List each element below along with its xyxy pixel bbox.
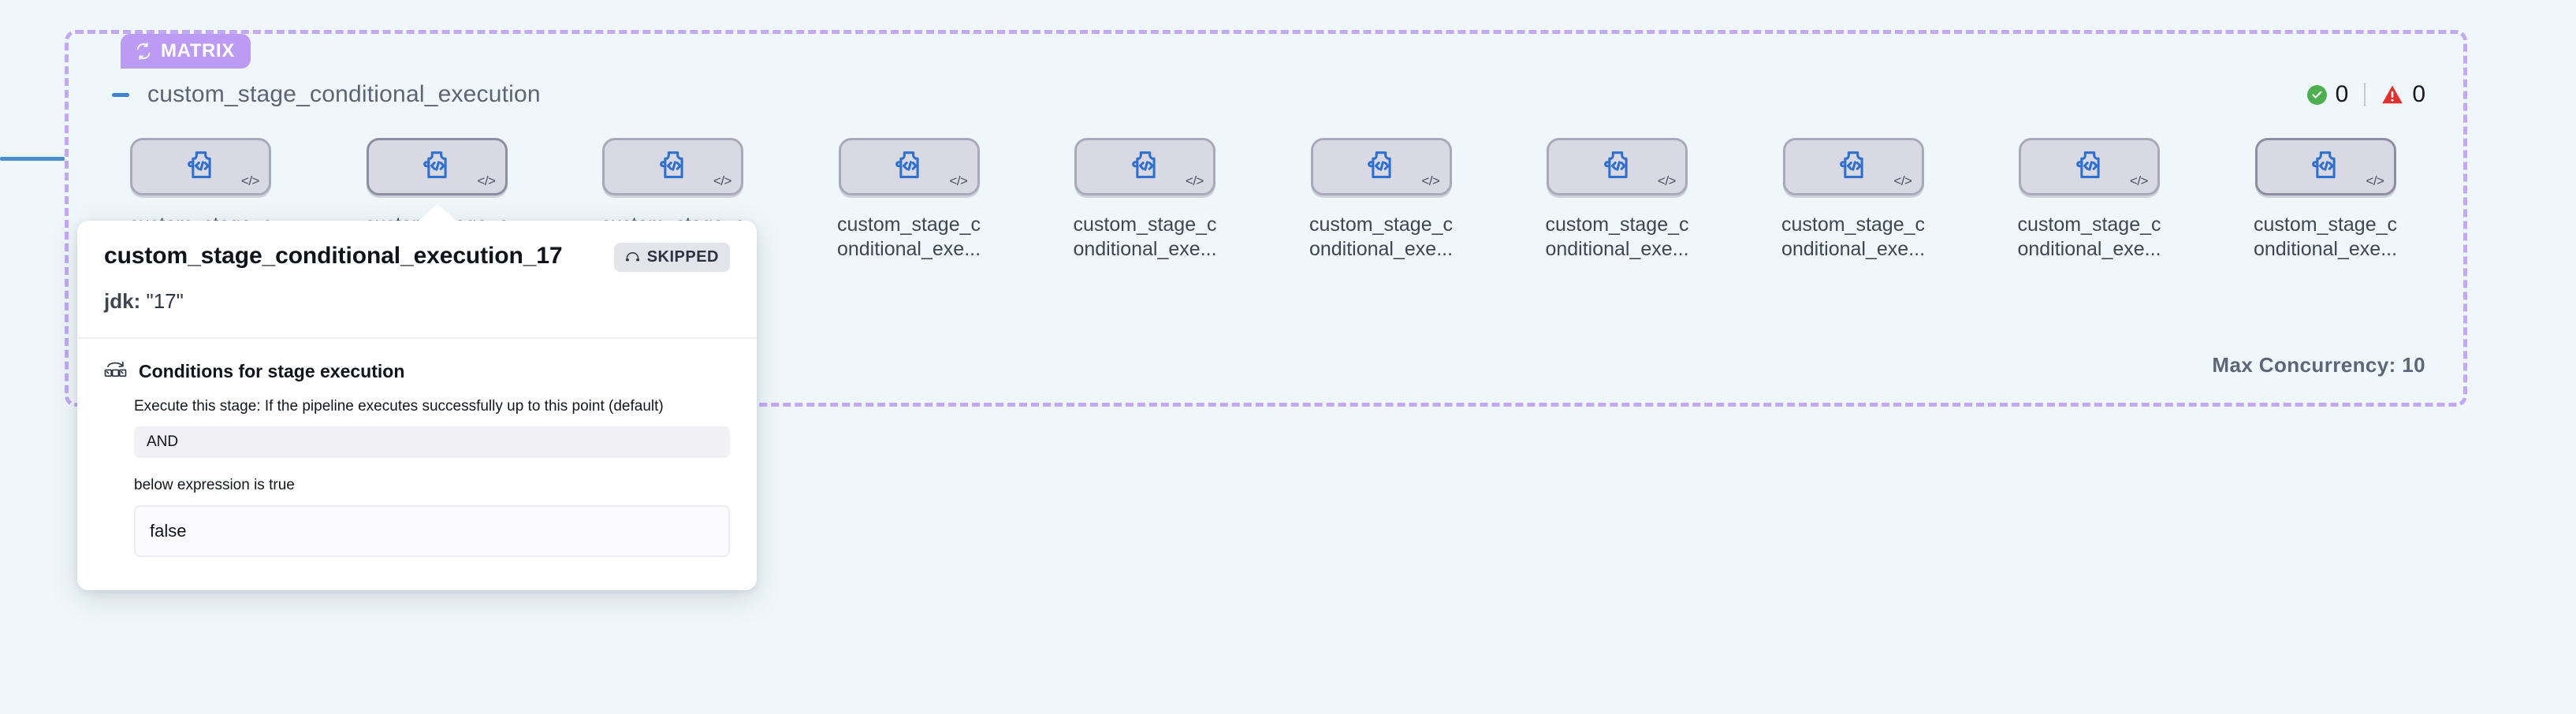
code-badge-icon: </> [240, 173, 260, 188]
check-circle-icon [2306, 84, 2327, 105]
matrix-node-box[interactable]: </> [838, 138, 980, 195]
plugin-code-icon [421, 150, 452, 184]
plugin-code-icon [1837, 150, 1869, 184]
popover-divider [77, 337, 757, 339]
condition-note: below expression is true [134, 477, 295, 493]
incoming-connector-line [0, 157, 65, 161]
matrix-node[interactable]: </> custom_stage_conditional_exe... [1073, 138, 1217, 262]
matrix-node-label: custom_stage_conditional_exe... [1781, 214, 1926, 261]
minus-icon[interactable] [110, 84, 132, 106]
skip-arc-icon [625, 248, 640, 266]
conditions-heading: Conditions for stage execution [139, 361, 405, 381]
code-badge-icon: </> [1421, 173, 1440, 188]
code-badge-icon: </> [477, 173, 496, 188]
warning-count: 0 [2412, 81, 2425, 107]
matrix-node[interactable]: </> custom_stage_conditional_exe... [2253, 138, 2398, 262]
matrix-node[interactable]: </> custom_stage_conditional_exe... [1781, 138, 1926, 262]
conditions-description: Execute this stage: If the pipeline exec… [134, 398, 664, 415]
plugin-code-icon [185, 150, 217, 184]
stage-detail-popover: custom_stage_conditional_execution_17 SK… [77, 204, 757, 590]
popover-body: Conditions for stage execution Execute t… [77, 339, 757, 590]
matrix-node-label: custom_stage_conditional_exe... [1073, 214, 1217, 261]
matrix-node[interactable]: </> custom_stage_conditional_exe... [1545, 138, 1689, 262]
matrix-node-label: custom_stage_conditional_exe... [1308, 214, 1454, 261]
parameter-key: jdk: [104, 289, 141, 313]
parameter-value: "17" [146, 289, 184, 313]
code-badge-icon: </> [2129, 173, 2149, 188]
status-badge: SKIPPED [613, 243, 730, 272]
plugin-code-icon [1602, 150, 1633, 184]
code-badge-icon: </> [1185, 173, 1204, 188]
popover-title: custom_stage_conditional_execution_17 [104, 243, 563, 269]
code-badge-icon: </> [2366, 173, 2384, 188]
matrix-node-box[interactable]: </> [2019, 138, 2160, 195]
plugin-code-icon [2074, 150, 2105, 184]
matrix-badge: MATRIX [121, 34, 251, 69]
matrix-node-label: custom_stage_conditional_exe... [836, 214, 981, 261]
plugin-code-icon [1130, 150, 1161, 184]
matrix-node-box[interactable]: </> [2254, 138, 2396, 195]
matrix-node-box[interactable]: </> [1310, 138, 1452, 195]
warning-triangle-icon [2381, 84, 2403, 105]
success-counter: 0 [2306, 81, 2349, 108]
condition-operator-field[interactable]: AND [134, 426, 730, 458]
matrix-badge-label: MATRIX [161, 40, 235, 61]
matrix-node-box[interactable]: </> [602, 138, 743, 195]
counter-divider [2364, 83, 2366, 106]
condition-expression-field[interactable]: false [134, 505, 730, 557]
matrix-node-box[interactable]: </> [1547, 138, 1688, 195]
page-title: custom_stage_conditional_execution [147, 81, 541, 107]
plugin-code-icon [1365, 150, 1397, 184]
code-badge-icon: </> [713, 173, 732, 188]
plugin-code-icon [893, 150, 925, 184]
conditional-branch-icon [104, 359, 127, 384]
popover-header: custom_stage_conditional_execution_17 SK… [77, 221, 757, 337]
matrix-node[interactable]: </> custom_stage_conditional_exe... [2017, 138, 2161, 262]
loop-icon [135, 43, 152, 60]
code-badge-icon: </> [1893, 173, 1912, 188]
max-concurrency-label: Max Concurrency: 10 [2212, 353, 2425, 377]
matrix-node-label: custom_stage_conditional_exe... [1545, 214, 1689, 261]
success-count: 0 [2335, 81, 2349, 107]
warning-counter: 0 [2381, 81, 2425, 108]
code-badge-icon: </> [1657, 173, 1677, 188]
plugin-code-icon [2310, 150, 2341, 184]
matrix-node-box[interactable]: </> [366, 138, 508, 195]
popover-arrow [418, 204, 457, 221]
matrix-node-box[interactable]: </> [1074, 138, 1215, 195]
code-badge-icon: </> [949, 173, 968, 188]
group-header: custom_stage_conditional_execution [110, 81, 541, 108]
matrix-node-box[interactable]: </> [1782, 138, 1924, 195]
matrix-node-label: custom_stage_conditional_exe... [2253, 214, 2398, 261]
matrix-node[interactable]: </> custom_stage_conditional_exe... [1308, 138, 1454, 262]
matrix-node-label: custom_stage_conditional_exe... [2017, 214, 2161, 261]
popover-parameter: jdk: "17" [104, 289, 730, 314]
matrix-node-box[interactable]: </> [130, 138, 271, 195]
status-badge-label: SKIPPED [646, 248, 719, 266]
status-counters: 0 0 [2306, 81, 2425, 108]
matrix-node[interactable]: </> custom_stage_conditional_exe... [836, 138, 981, 262]
plugin-code-icon [657, 150, 689, 184]
